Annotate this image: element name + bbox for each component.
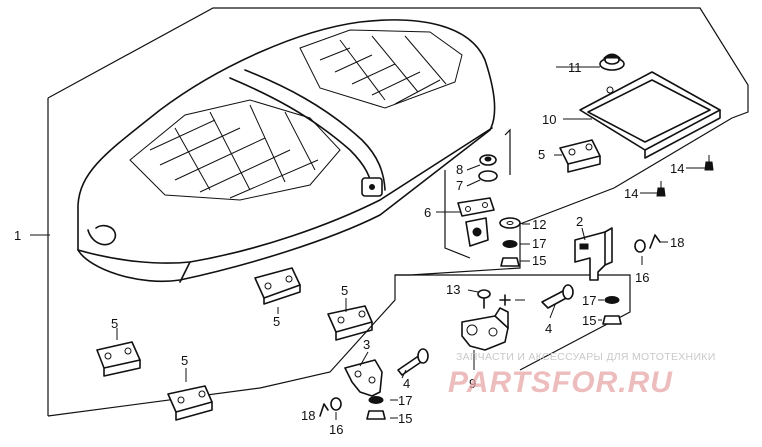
rubber-block-c <box>327 305 373 341</box>
seat <box>77 19 496 283</box>
bracket-2 <box>574 227 613 281</box>
screw-14a <box>704 155 714 171</box>
callout-16b: 16 <box>329 422 343 437</box>
collar-16a <box>634 239 646 253</box>
screw-14b <box>656 181 666 197</box>
callout-5b: 5 <box>273 314 280 329</box>
spring-18b <box>319 403 329 417</box>
callout-17b: 17 <box>582 293 596 308</box>
tool-tray <box>579 71 721 159</box>
watermark-tagline: ЗАПЧАСТИ И АКСЕССУАРЫ ДЛЯ МОТОТЕХНИКИ <box>456 351 716 363</box>
callout-18a: 18 <box>670 235 684 250</box>
nut-15a <box>500 257 520 267</box>
callout-15c: 15 <box>398 411 412 426</box>
callout-7: 7 <box>456 178 463 193</box>
callout-10: 10 <box>542 112 556 127</box>
grommet <box>599 53 625 71</box>
callout-15a: 15 <box>532 253 546 268</box>
seat-lock-assembly <box>457 154 498 247</box>
lock-washer-17c <box>368 396 384 404</box>
callout-13: 13 <box>446 282 460 297</box>
lock-washer-17b <box>604 296 620 304</box>
callout-9: 9 <box>469 376 476 391</box>
seat-latch <box>461 307 509 351</box>
pin-4a <box>541 284 574 309</box>
bolt-13b <box>499 294 511 306</box>
callout-4b: 4 <box>403 376 410 391</box>
spring-18a <box>649 234 661 249</box>
callout-4a: 4 <box>545 321 552 336</box>
callout-2: 2 <box>576 214 583 229</box>
rubber-block-d <box>167 385 213 421</box>
leader-lines <box>30 66 705 420</box>
callout-3: 3 <box>363 337 370 352</box>
washer-12 <box>499 217 521 229</box>
callout-18b: 18 <box>301 408 315 423</box>
assembly-frame-subframe <box>395 274 631 371</box>
callout-11: 11 <box>568 60 582 75</box>
callout-1: 1 <box>14 228 21 243</box>
pin-4b <box>397 348 429 376</box>
bolt-13 <box>477 289 491 309</box>
rubber-block-a <box>254 267 301 305</box>
callout-5d: 5 <box>111 316 118 331</box>
callout-16a: 16 <box>635 270 649 285</box>
callout-14b: 14 <box>624 186 638 201</box>
collar-16b <box>330 397 342 411</box>
lock-washer-17a <box>502 240 518 248</box>
callout-17a: 17 <box>532 236 546 251</box>
callout-12: 12 <box>532 217 546 232</box>
watermark-brand: PARTSFOR.RU <box>448 366 673 399</box>
callout-8: 8 <box>456 162 463 177</box>
callout-6: 6 <box>424 205 431 220</box>
callout-5c: 5 <box>341 283 348 298</box>
nut-15c <box>366 410 386 420</box>
callout-5a: 5 <box>538 147 545 162</box>
rubber-block-b <box>96 341 141 377</box>
rubber-block-e <box>559 139 601 173</box>
hook-3 <box>344 359 383 397</box>
callout-15b: 15 <box>582 313 596 328</box>
nut-15b <box>602 315 622 325</box>
callout-14a: 14 <box>670 161 684 176</box>
callout-17c: 17 <box>398 393 412 408</box>
lock-frame <box>444 128 511 259</box>
callout-5e: 5 <box>181 353 188 368</box>
